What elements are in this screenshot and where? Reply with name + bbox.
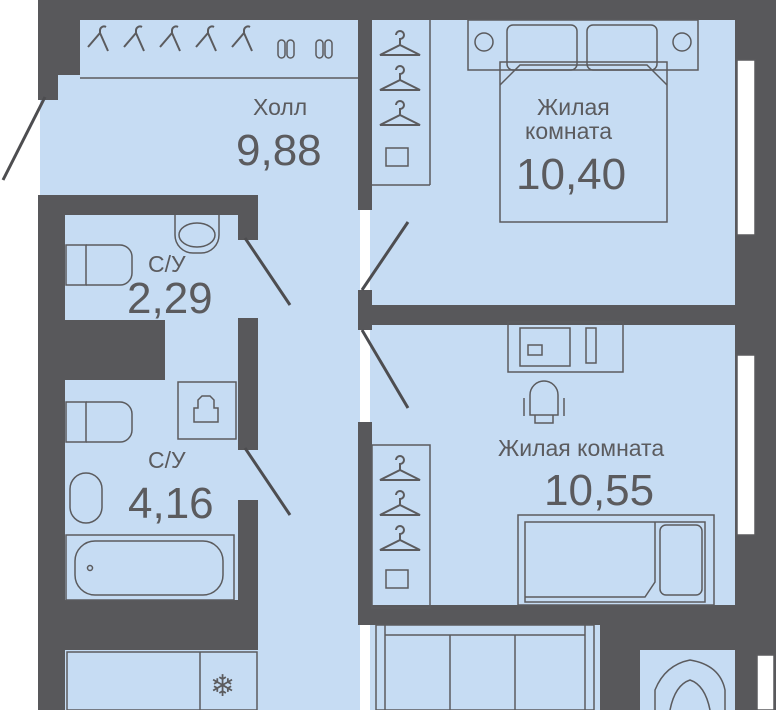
washing-machine-area <box>177 381 237 440</box>
window <box>736 354 756 536</box>
bedroom-1-area: 10,40 <box>516 150 626 199</box>
living-floor <box>370 620 600 710</box>
bathroom-2-name: С/У <box>148 447 186 473</box>
doors <box>1 96 410 516</box>
window <box>736 59 756 236</box>
bedroom-1-name-line2: комната <box>525 118 612 144</box>
bathroom-1-name: С/У <box>148 251 186 277</box>
bathroom-2-area: 4,16 <box>128 479 214 528</box>
closet-hangers <box>80 25 358 79</box>
sofa <box>375 624 595 710</box>
wardrobe-2 <box>371 444 431 609</box>
hall-area: 9,88 <box>236 126 322 175</box>
chair-icon <box>523 380 565 424</box>
kitchen-counter: ❄ <box>66 651 258 710</box>
hall-name: Холл <box>253 94 307 120</box>
sink-icon <box>174 215 220 254</box>
bedroom-2-floor <box>370 320 735 610</box>
armchair-icon <box>654 659 726 710</box>
bedroom-2-area: 10,55 <box>544 466 654 515</box>
sink-icon <box>69 472 103 524</box>
double-bed <box>467 19 699 223</box>
wardrobe-1 <box>372 20 431 186</box>
snowflake-icon: ❄ <box>210 670 235 703</box>
single-bed <box>517 514 715 606</box>
toilet-icon <box>65 244 133 286</box>
bedroom-1-name: Жилая <box>537 94 610 120</box>
bathtub-icon <box>65 534 235 601</box>
desk <box>507 321 624 424</box>
toilet-icon <box>65 401 133 443</box>
bedroom-1-floor <box>370 20 735 310</box>
laundry-icon <box>193 395 219 423</box>
slippers-icon <box>277 39 333 59</box>
window <box>756 654 775 710</box>
bedroom-2-name: Жилая комната <box>498 435 664 461</box>
bathroom-1-area: 2,29 <box>127 274 213 323</box>
